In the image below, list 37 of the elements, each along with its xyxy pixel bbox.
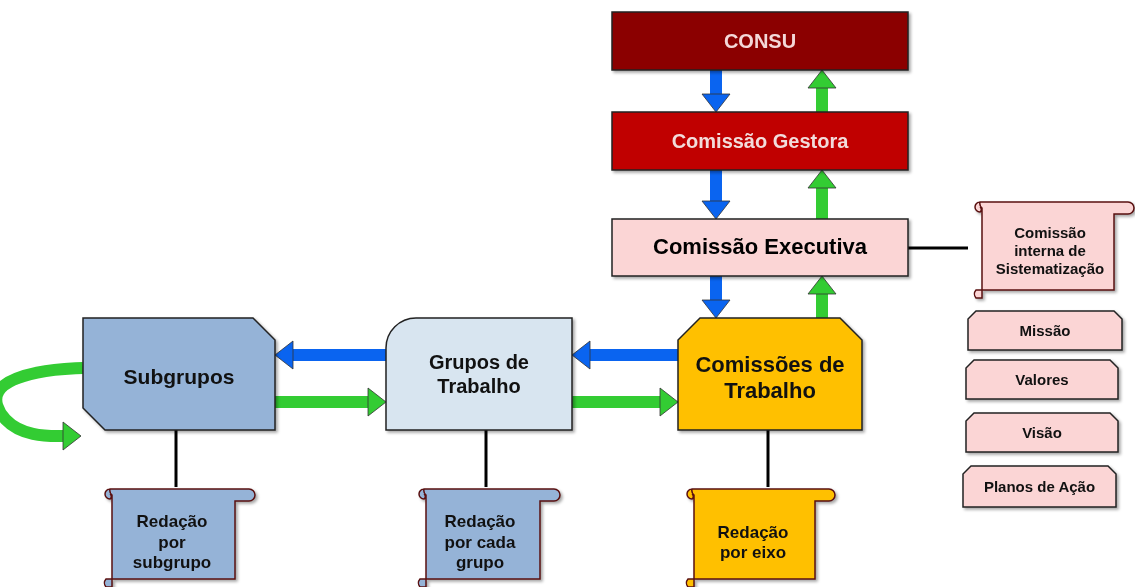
topic-box <box>966 360 1118 399</box>
council-box <box>612 12 908 70</box>
node-label: Visão <box>1022 423 1062 442</box>
connector-line <box>484 430 488 487</box>
group-box <box>386 318 572 430</box>
block-arrow <box>572 387 679 417</box>
node-label: Subgrupos <box>123 364 235 390</box>
node-label: Comissão Executiva <box>653 234 867 261</box>
committee-box <box>612 219 908 276</box>
block-arrow <box>275 387 387 417</box>
node-label: Missão <box>1019 321 1071 340</box>
node-label: Planos de Ação <box>983 477 1096 496</box>
block-arrow <box>701 170 731 220</box>
connector-line <box>174 430 178 487</box>
node-label: Redação por subgrupo <box>131 512 213 574</box>
topic-box <box>963 466 1116 507</box>
group-box <box>83 318 275 430</box>
block-arrow <box>807 275 837 318</box>
node-label: Comissão Gestora <box>671 129 849 153</box>
node-label: Grupos de Trabalho <box>428 350 530 398</box>
committee-box <box>678 318 862 430</box>
node-label: Redação por eixo <box>716 522 790 564</box>
block-arrow <box>807 69 837 112</box>
connector-line <box>908 246 968 250</box>
node-label: CONSU <box>723 29 797 53</box>
node-label: Comissão interna de Sistematização <box>994 224 1106 278</box>
block-arrow <box>701 70 731 113</box>
committee-box <box>612 112 908 170</box>
topic-box <box>966 413 1118 452</box>
connector-line <box>766 430 770 487</box>
node-label: Redação por cada grupo <box>443 512 517 574</box>
block-arrow <box>807 169 837 219</box>
topic-box <box>968 311 1122 350</box>
block-arrow <box>0 362 84 451</box>
block-arrow <box>701 276 731 319</box>
node-label: Valores <box>1015 370 1069 389</box>
node-label: Comissões de Trabalho <box>695 351 845 405</box>
